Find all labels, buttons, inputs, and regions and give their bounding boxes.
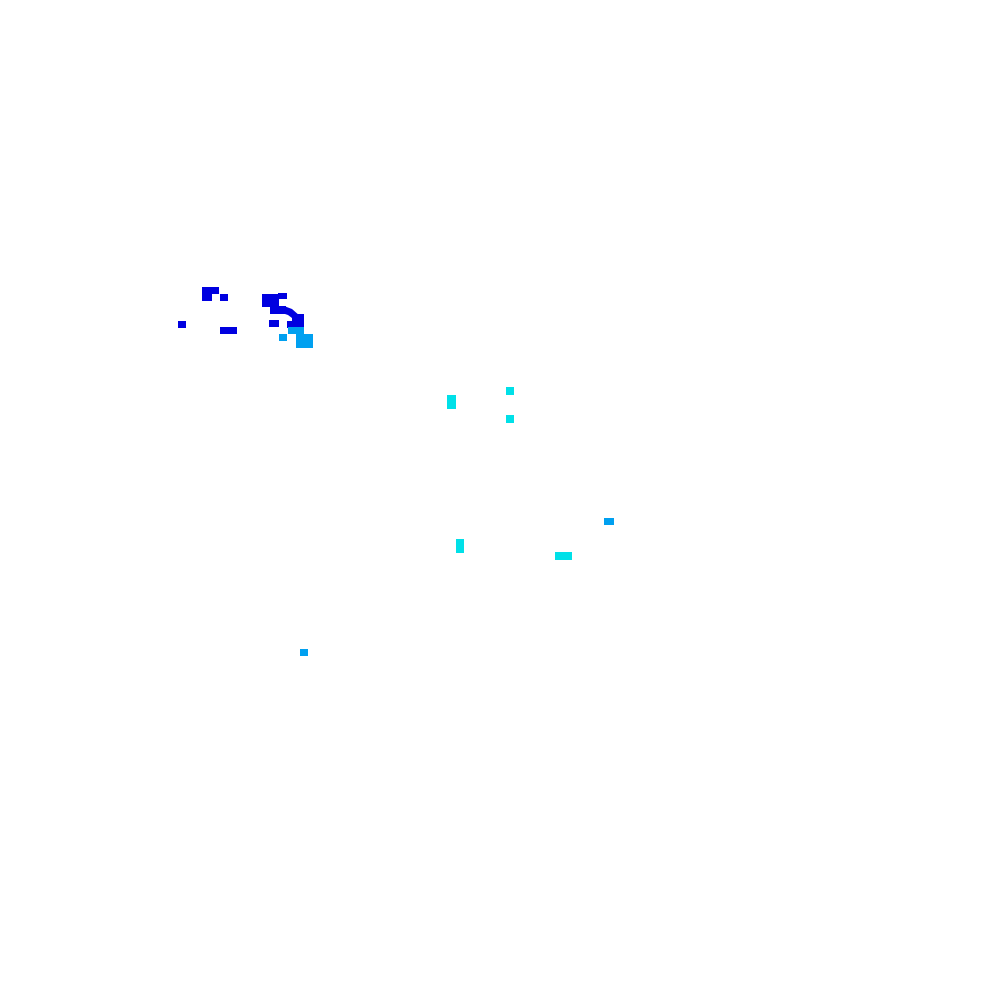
light-blue-blob xyxy=(288,327,304,334)
blue-blob xyxy=(202,293,212,301)
light-blue-blob xyxy=(296,334,313,348)
light-blue-blob-cluster xyxy=(279,327,614,656)
blue-blob xyxy=(269,320,279,327)
light-blue-blob xyxy=(279,334,287,341)
blue-blob xyxy=(220,327,237,334)
blue-blob xyxy=(287,321,295,328)
cyan-blob xyxy=(447,395,456,409)
blue-blob xyxy=(202,287,219,294)
light-blue-blob xyxy=(604,518,614,525)
blue-blob-cluster xyxy=(178,287,304,334)
light-blue-blob xyxy=(300,649,308,656)
cyan-blob-cluster xyxy=(447,387,572,560)
cyan-blob xyxy=(555,552,572,560)
cyan-blob xyxy=(506,415,514,423)
blue-blob xyxy=(220,294,228,301)
blue-blob xyxy=(178,321,186,328)
blue-blob xyxy=(278,293,287,299)
cyan-blob xyxy=(456,539,464,553)
blue-blob xyxy=(270,306,286,314)
blue-blob xyxy=(262,294,279,307)
cyan-blob xyxy=(506,387,514,395)
